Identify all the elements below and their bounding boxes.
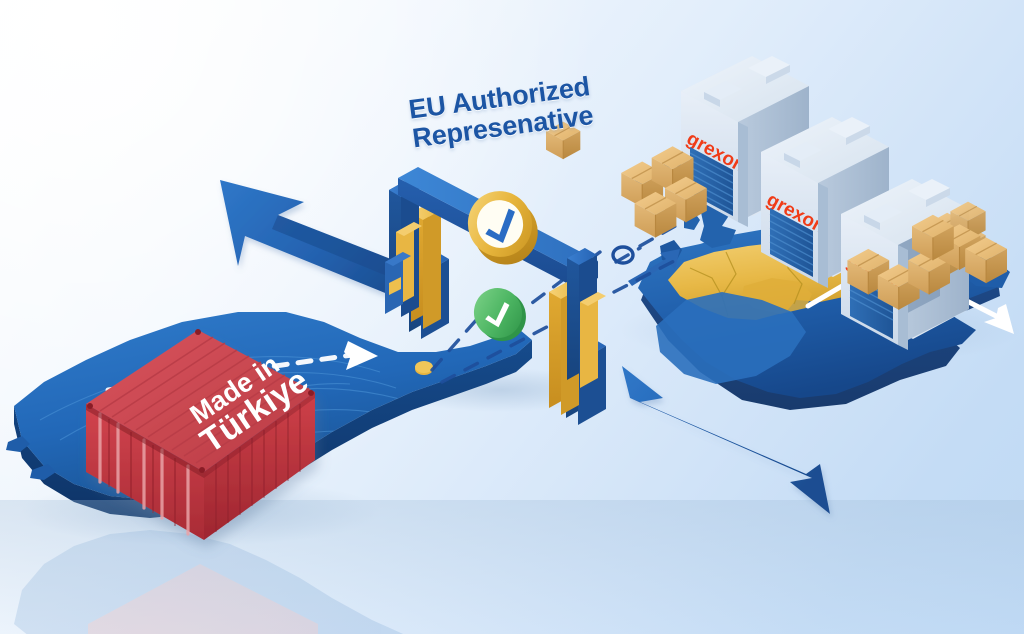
container-top bbox=[86, 330, 315, 472]
gate-pillar-left bbox=[385, 180, 449, 339]
dashed-route-left bbox=[430, 316, 480, 372]
turkiye-islands bbox=[6, 436, 56, 480]
dashed-route-low bbox=[440, 318, 562, 384]
dashed-route-box bbox=[612, 256, 682, 294]
europe-lower-country bbox=[656, 292, 806, 384]
green-check-badge bbox=[473, 288, 526, 342]
route-node bbox=[611, 245, 635, 265]
gold-check-badge bbox=[467, 191, 538, 265]
flow-arrow-turkiye-head bbox=[344, 341, 378, 370]
dashed-route-far-left bbox=[614, 246, 642, 264]
return-arrow-right bbox=[622, 366, 830, 514]
gate-pillar-right bbox=[549, 248, 606, 425]
